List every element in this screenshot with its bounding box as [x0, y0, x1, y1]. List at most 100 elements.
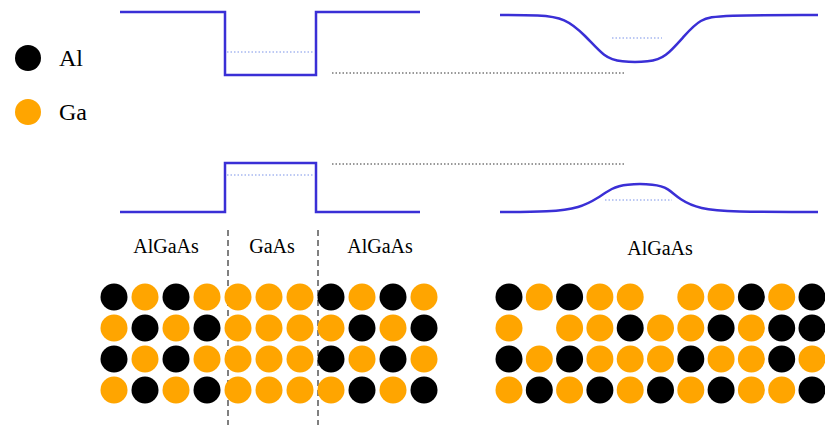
atom — [194, 346, 221, 373]
atom — [799, 315, 825, 342]
atom — [318, 346, 345, 373]
atom — [617, 346, 644, 373]
atom — [586, 346, 613, 373]
legend-swatch — [15, 45, 41, 71]
atom — [647, 315, 674, 342]
atom — [496, 346, 523, 373]
atom — [225, 346, 252, 373]
atom — [163, 346, 190, 373]
atom — [768, 346, 795, 373]
atom — [380, 346, 407, 373]
legend-swatch — [15, 99, 41, 125]
band-edge — [120, 163, 420, 212]
atom — [677, 284, 704, 311]
atom — [101, 315, 128, 342]
atom — [411, 315, 438, 342]
atom — [318, 284, 345, 311]
atom — [738, 377, 765, 404]
energy-level — [227, 175, 314, 176]
atom — [799, 284, 825, 311]
atom — [349, 377, 376, 404]
atom — [380, 315, 407, 342]
atom — [194, 377, 221, 404]
atom — [617, 315, 644, 342]
atom — [101, 377, 128, 404]
atom — [556, 315, 583, 342]
atom — [194, 315, 221, 342]
energy-level — [332, 73, 625, 74]
atom — [256, 346, 283, 373]
atom — [256, 315, 283, 342]
atom — [349, 284, 376, 311]
atom — [526, 377, 553, 404]
energy-level — [227, 52, 314, 53]
atom — [349, 346, 376, 373]
atom — [526, 346, 553, 373]
atom — [647, 346, 674, 373]
atom — [287, 377, 314, 404]
atom — [617, 284, 644, 311]
atom — [708, 346, 735, 373]
atom — [132, 346, 159, 373]
atom — [768, 377, 795, 404]
atom — [349, 315, 376, 342]
band-edge — [120, 12, 420, 75]
atom — [132, 377, 159, 404]
band-edge — [500, 184, 818, 212]
atom — [556, 284, 583, 311]
material-label: AlGaAs — [347, 236, 413, 256]
band-edge — [500, 15, 818, 62]
atom — [101, 284, 128, 311]
atom — [677, 377, 704, 404]
atom — [496, 377, 523, 404]
atom — [708, 315, 735, 342]
energy-level — [612, 38, 662, 39]
atom — [194, 284, 221, 311]
material-label: AlGaAs — [627, 238, 693, 258]
atom — [411, 377, 438, 404]
atom — [768, 284, 795, 311]
legend-item: Ga — [15, 99, 87, 125]
atom — [738, 346, 765, 373]
atom — [556, 346, 583, 373]
atom — [163, 377, 190, 404]
material-label: AlGaAs — [133, 236, 199, 256]
legend-item: Al — [15, 45, 83, 71]
atom — [647, 377, 674, 404]
atom — [380, 377, 407, 404]
atom — [380, 284, 407, 311]
atom — [225, 315, 252, 342]
atom — [101, 346, 128, 373]
atom — [738, 284, 765, 311]
atom — [163, 284, 190, 311]
atom — [225, 377, 252, 404]
atom — [526, 284, 553, 311]
atom — [287, 346, 314, 373]
atom — [677, 346, 704, 373]
atom — [256, 284, 283, 311]
atom — [132, 284, 159, 311]
atom — [132, 315, 159, 342]
atom — [586, 315, 613, 342]
energy-level — [605, 200, 672, 201]
atom — [287, 284, 314, 311]
material-label: GaAs — [249, 236, 295, 256]
atom — [799, 377, 825, 404]
atom — [411, 284, 438, 311]
energy-level — [332, 164, 625, 165]
atom — [677, 315, 704, 342]
atom — [318, 377, 345, 404]
atom — [708, 284, 735, 311]
atom — [768, 315, 795, 342]
legend-text: Al — [59, 46, 83, 70]
atom — [496, 284, 523, 311]
atom — [256, 377, 283, 404]
atom — [586, 284, 613, 311]
atom — [556, 377, 583, 404]
atom — [411, 346, 438, 373]
atom — [318, 315, 345, 342]
atom — [496, 315, 523, 342]
atom — [586, 377, 613, 404]
atom — [287, 315, 314, 342]
